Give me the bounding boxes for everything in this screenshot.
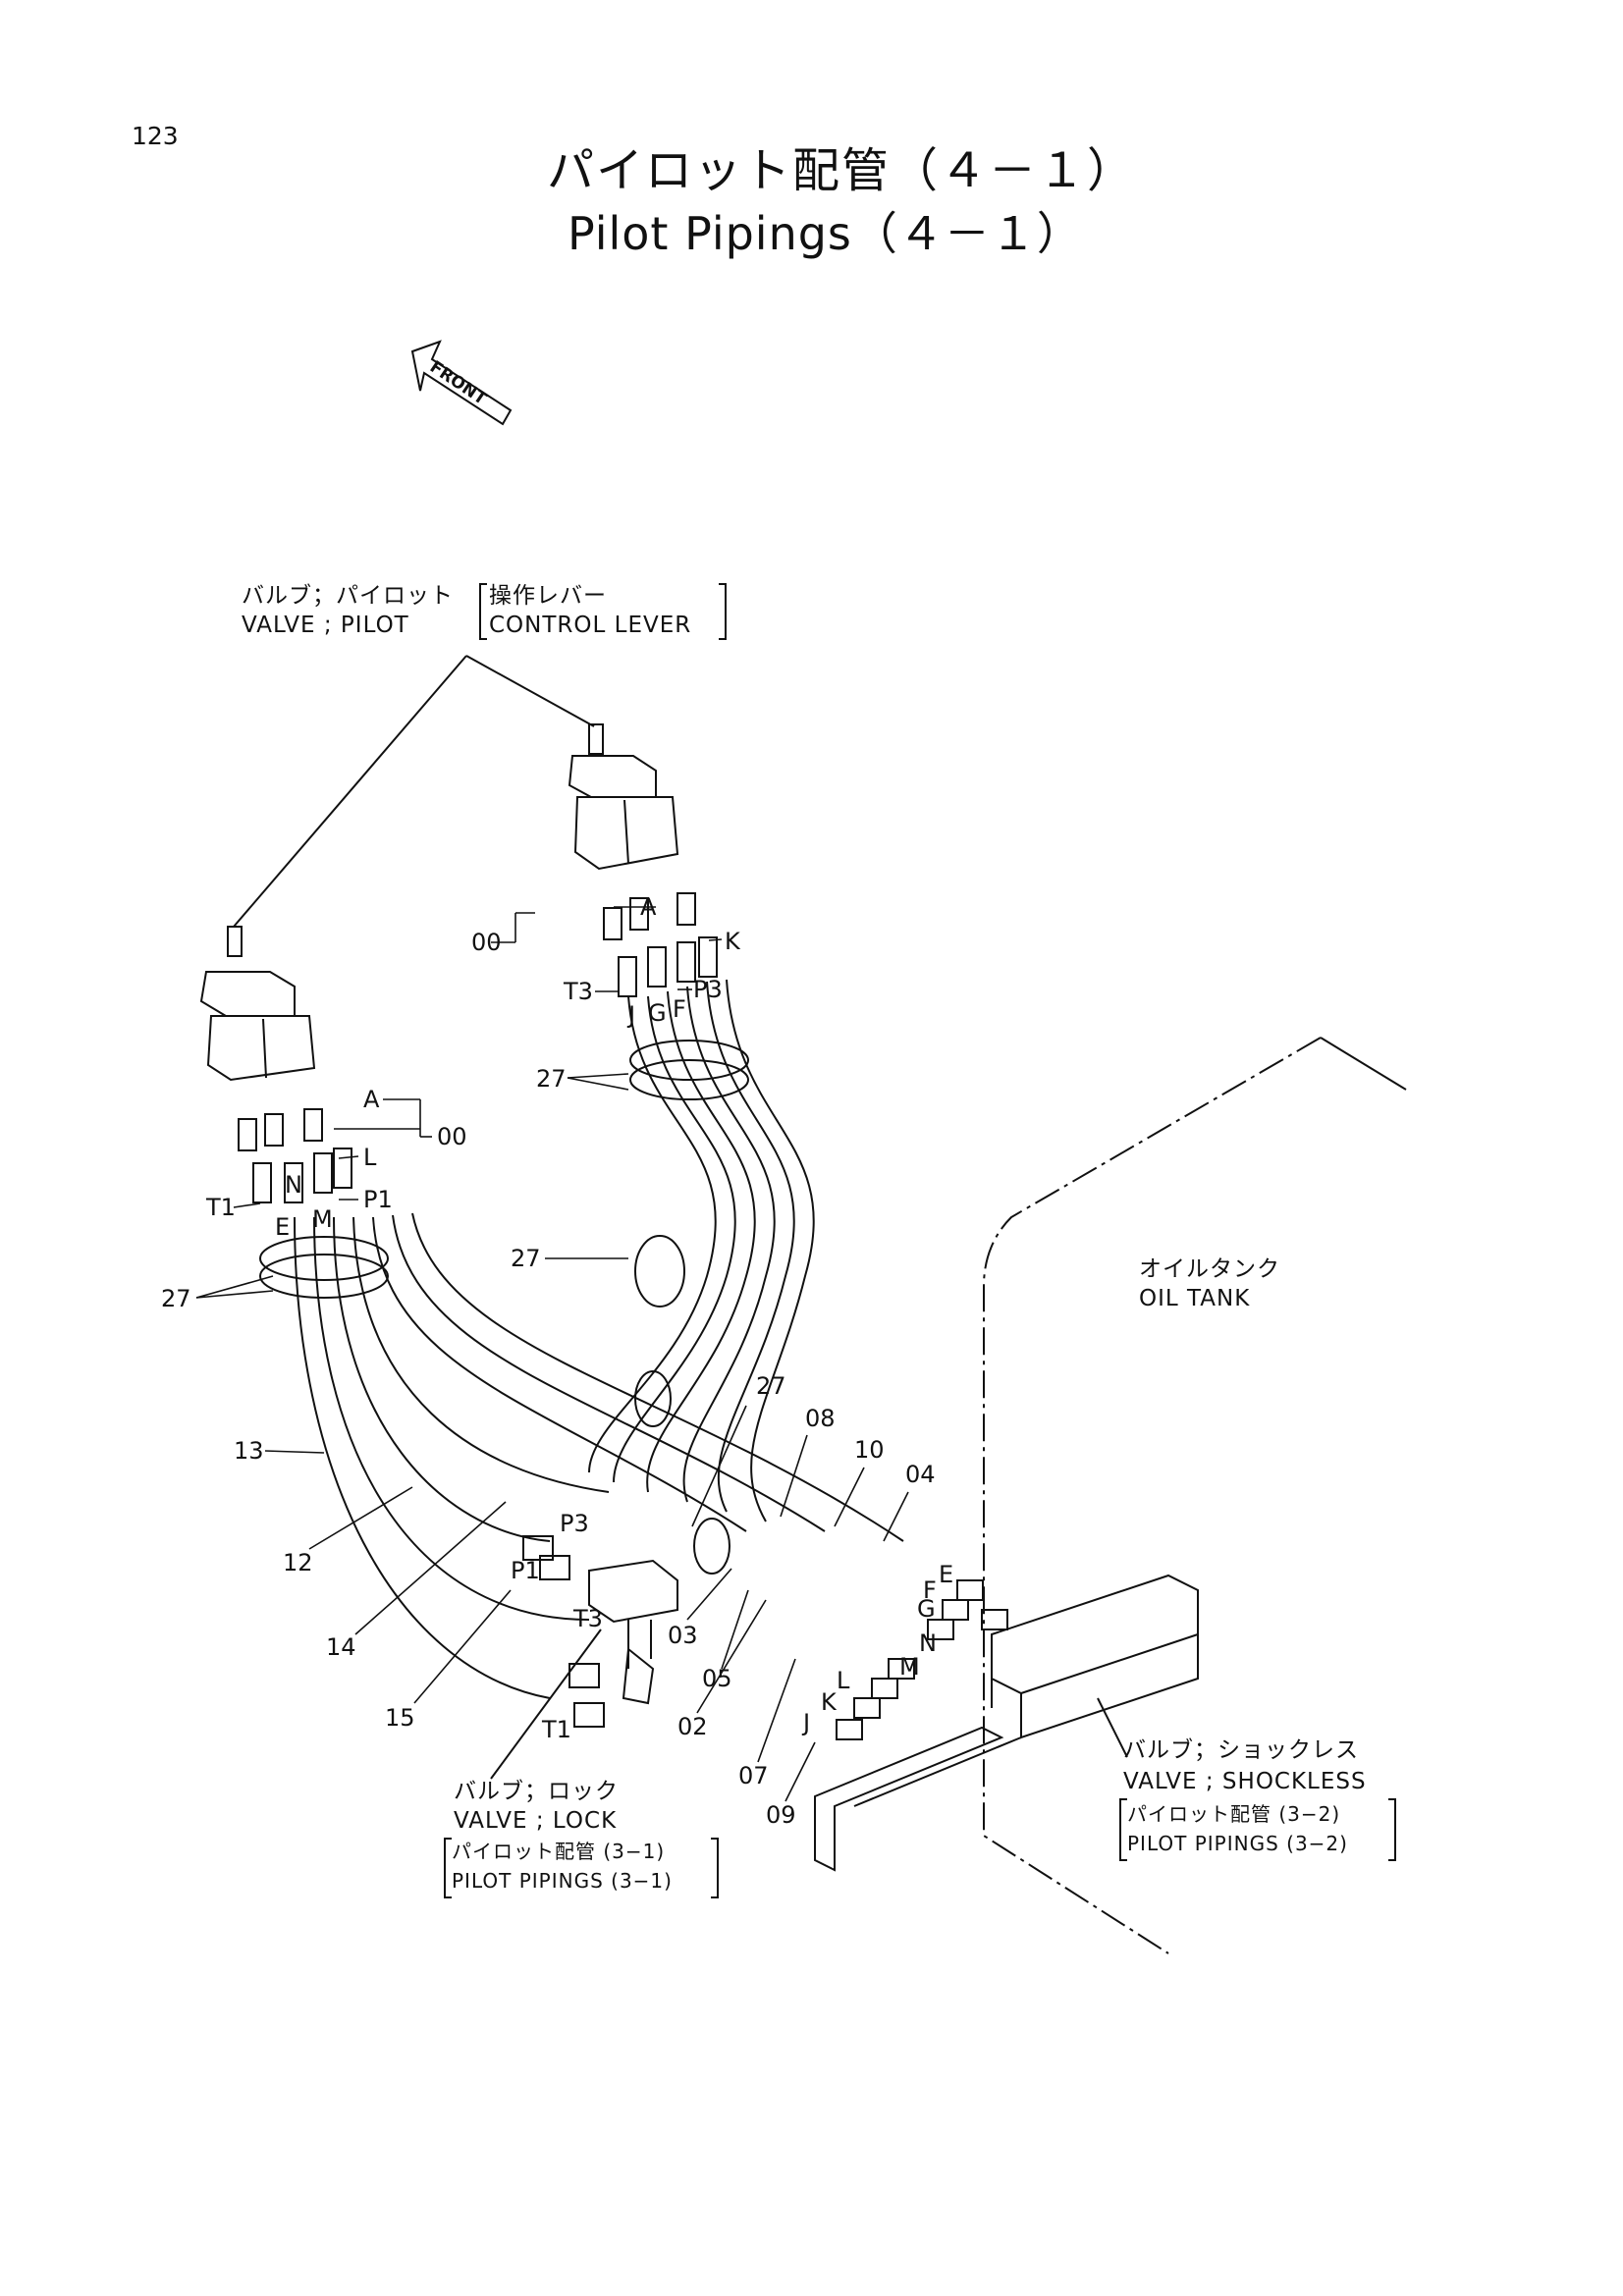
- label-c-03: 03: [668, 1622, 698, 1649]
- label-l-m: M: [312, 1205, 333, 1233]
- valve-shockless-caption-jp: バルブ；ショックレス: [1123, 1737, 1359, 1763]
- title-japanese: パイロット配管（４－１）: [547, 143, 1137, 198]
- right-valve-fittings: [603, 892, 718, 997]
- part-labels: A 00 K T3 P3 J G F 27 A 00 L T1 N M P1 E…: [161, 893, 953, 1829]
- bracket-left: [479, 583, 487, 640]
- pilot-pipings-31-jp: パイロット配管 (3−1): [452, 1840, 666, 1863]
- label-c-t3: T3: [572, 1605, 603, 1632]
- bracket-right: [711, 1838, 719, 1898]
- front-arrow-icon: FRONT: [410, 340, 513, 426]
- label-c-02: 02: [677, 1713, 708, 1740]
- hose-clamps: [259, 1040, 749, 1575]
- valve-shockless-caption-en: VALVE ; SHOCKLESS: [1123, 1769, 1367, 1794]
- bracket-right: [1388, 1798, 1396, 1861]
- shockless-valve: [991, 1574, 1199, 1739]
- front-arrow-label: FRONT: [426, 357, 490, 409]
- shockless-valve-fittings: [836, 1579, 1008, 1740]
- valve-lock-caption-jp: バルブ；ロック: [454, 1779, 619, 1804]
- label-leaders: [195, 906, 909, 1802]
- label-m-27: 27: [511, 1245, 541, 1272]
- control-lever-caption-jp: 操作レバー: [489, 583, 607, 609]
- right-hose-bundle: [588, 979, 815, 1522]
- right-pilot-valve: [568, 723, 679, 871]
- label-c-14: 14: [326, 1633, 356, 1661]
- label-l-t1: T1: [205, 1194, 236, 1221]
- valve-lock-caption-en: VALVE ; LOCK: [454, 1808, 618, 1834]
- leader-line: [465, 655, 595, 727]
- label-c-05: 05: [702, 1665, 732, 1692]
- label-c-07: 07: [738, 1762, 769, 1789]
- title-english: Pilot Pipings（４－１）: [568, 207, 1083, 260]
- label-l-27: 27: [161, 1285, 191, 1312]
- pilot-pipings-32-en: PILOT PIPINGS (3−2): [1127, 1832, 1348, 1855]
- label-s-n: N: [919, 1629, 937, 1657]
- label-l-e: E: [275, 1213, 290, 1241]
- label-c-p3: P3: [560, 1510, 589, 1537]
- label-r-f: F: [673, 995, 686, 1023]
- label-s-f: F: [923, 1576, 937, 1604]
- bracket-left: [444, 1838, 452, 1898]
- oil-tank-caption-en: OIL TANK: [1139, 1286, 1251, 1311]
- label-s-j: J: [801, 1709, 810, 1736]
- label-l-p1: P1: [363, 1186, 393, 1213]
- label-l-00: 00: [437, 1123, 467, 1150]
- leader-line: [1097, 1697, 1128, 1758]
- label-c-p1: P1: [511, 1557, 540, 1584]
- oil-tank-caption-jp: オイルタンク: [1139, 1256, 1280, 1282]
- label-c-15: 15: [385, 1704, 415, 1732]
- label-c-10: 10: [854, 1436, 885, 1464]
- label-r-g: G: [648, 999, 667, 1027]
- label-s-l: L: [837, 1667, 850, 1694]
- label-r-k: K: [725, 928, 741, 955]
- oil-tank-outline: [983, 1037, 1407, 1954]
- label-s-g: G: [917, 1595, 936, 1623]
- label-s-k: K: [821, 1688, 838, 1716]
- label-r-27: 27: [536, 1065, 567, 1093]
- leader-line: [490, 1629, 602, 1780]
- label-s-m: M: [899, 1653, 920, 1681]
- label-r-t3: T3: [563, 978, 593, 1005]
- valve-pilot-caption-jp: バルブ；パイロット: [242, 583, 454, 609]
- label-c-t1: T1: [541, 1716, 571, 1743]
- page-number: 123: [132, 122, 179, 150]
- label-c-13: 13: [234, 1437, 264, 1465]
- label-r-j: J: [626, 1001, 635, 1029]
- lock-valve: [522, 1535, 678, 1728]
- label-s-e: E: [939, 1561, 953, 1588]
- label-c-27: 27: [756, 1372, 786, 1400]
- label-c-12: 12: [283, 1549, 313, 1576]
- label-l-a: A: [363, 1086, 380, 1113]
- control-lever-caption-en: CONTROL LEVER: [489, 613, 692, 638]
- leader-line: [233, 655, 467, 928]
- label-c-08: 08: [805, 1405, 836, 1432]
- label-c-09: 09: [766, 1801, 796, 1829]
- label-l-l: L: [363, 1144, 377, 1171]
- left-valve-fittings: [238, 1108, 352, 1203]
- bracket-right: [719, 583, 727, 640]
- bracket-left: [1119, 1798, 1127, 1861]
- label-c-04: 04: [905, 1461, 936, 1488]
- left-pilot-valve: [199, 926, 316, 1082]
- label-l-n: N: [285, 1171, 302, 1199]
- mounting-bracket: [814, 1726, 1022, 1872]
- left-hose-bundle: [294, 1212, 904, 1699]
- pilot-pipings-32-jp: パイロット配管 (3−2): [1127, 1802, 1341, 1826]
- valve-pilot-caption-en: VALVE ; PILOT: [242, 613, 409, 638]
- label-r-p3: P3: [693, 976, 723, 1003]
- pilot-pipings-31-en: PILOT PIPINGS (3−1): [452, 1869, 673, 1893]
